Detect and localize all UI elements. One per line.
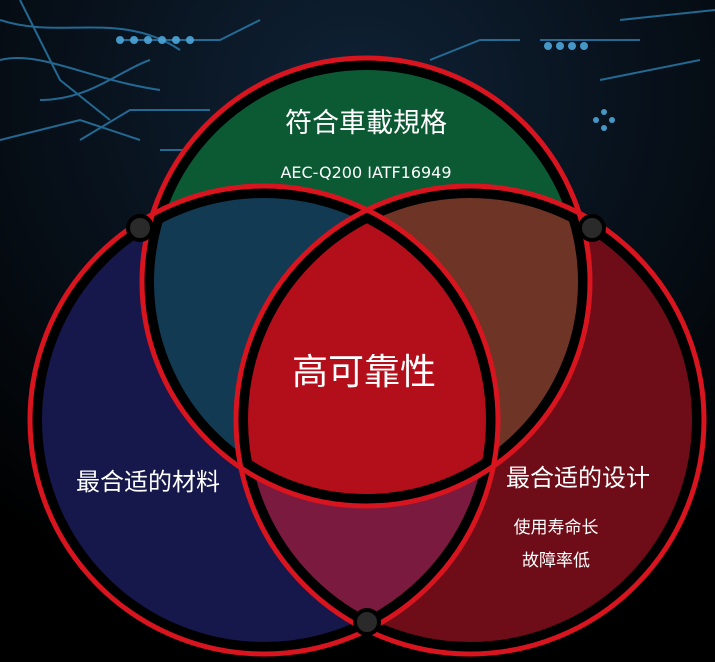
right-set-note-2: 故障率低 (522, 551, 590, 571)
top-ring-outer (142, 58, 590, 506)
circuit-nodes (116, 36, 615, 131)
circuit-board-decoration (0, 0, 715, 151)
left-ring (27, 183, 501, 657)
center-overlap (242, 192, 492, 500)
top-set-title: 符合車載規格 (285, 108, 447, 139)
center-label: 高可靠性 (292, 352, 436, 393)
top-ring (139, 55, 593, 509)
top-set-subtitle: AEC-Q200 IATF16949 (280, 163, 451, 182)
junction-dot-bottom (353, 608, 381, 636)
left-ring-outer (30, 186, 498, 654)
right-ring (233, 183, 707, 657)
left-set-title: 最合适的材料 (76, 468, 220, 496)
right-set-note-1: 使用寿命长 (514, 517, 599, 538)
right-ring-outer (236, 186, 704, 654)
junction-dots (126, 214, 606, 636)
right-set-title: 最合适的设计 (506, 464, 650, 492)
junction-dot-left (126, 214, 154, 242)
junction-dot-right (578, 214, 606, 242)
